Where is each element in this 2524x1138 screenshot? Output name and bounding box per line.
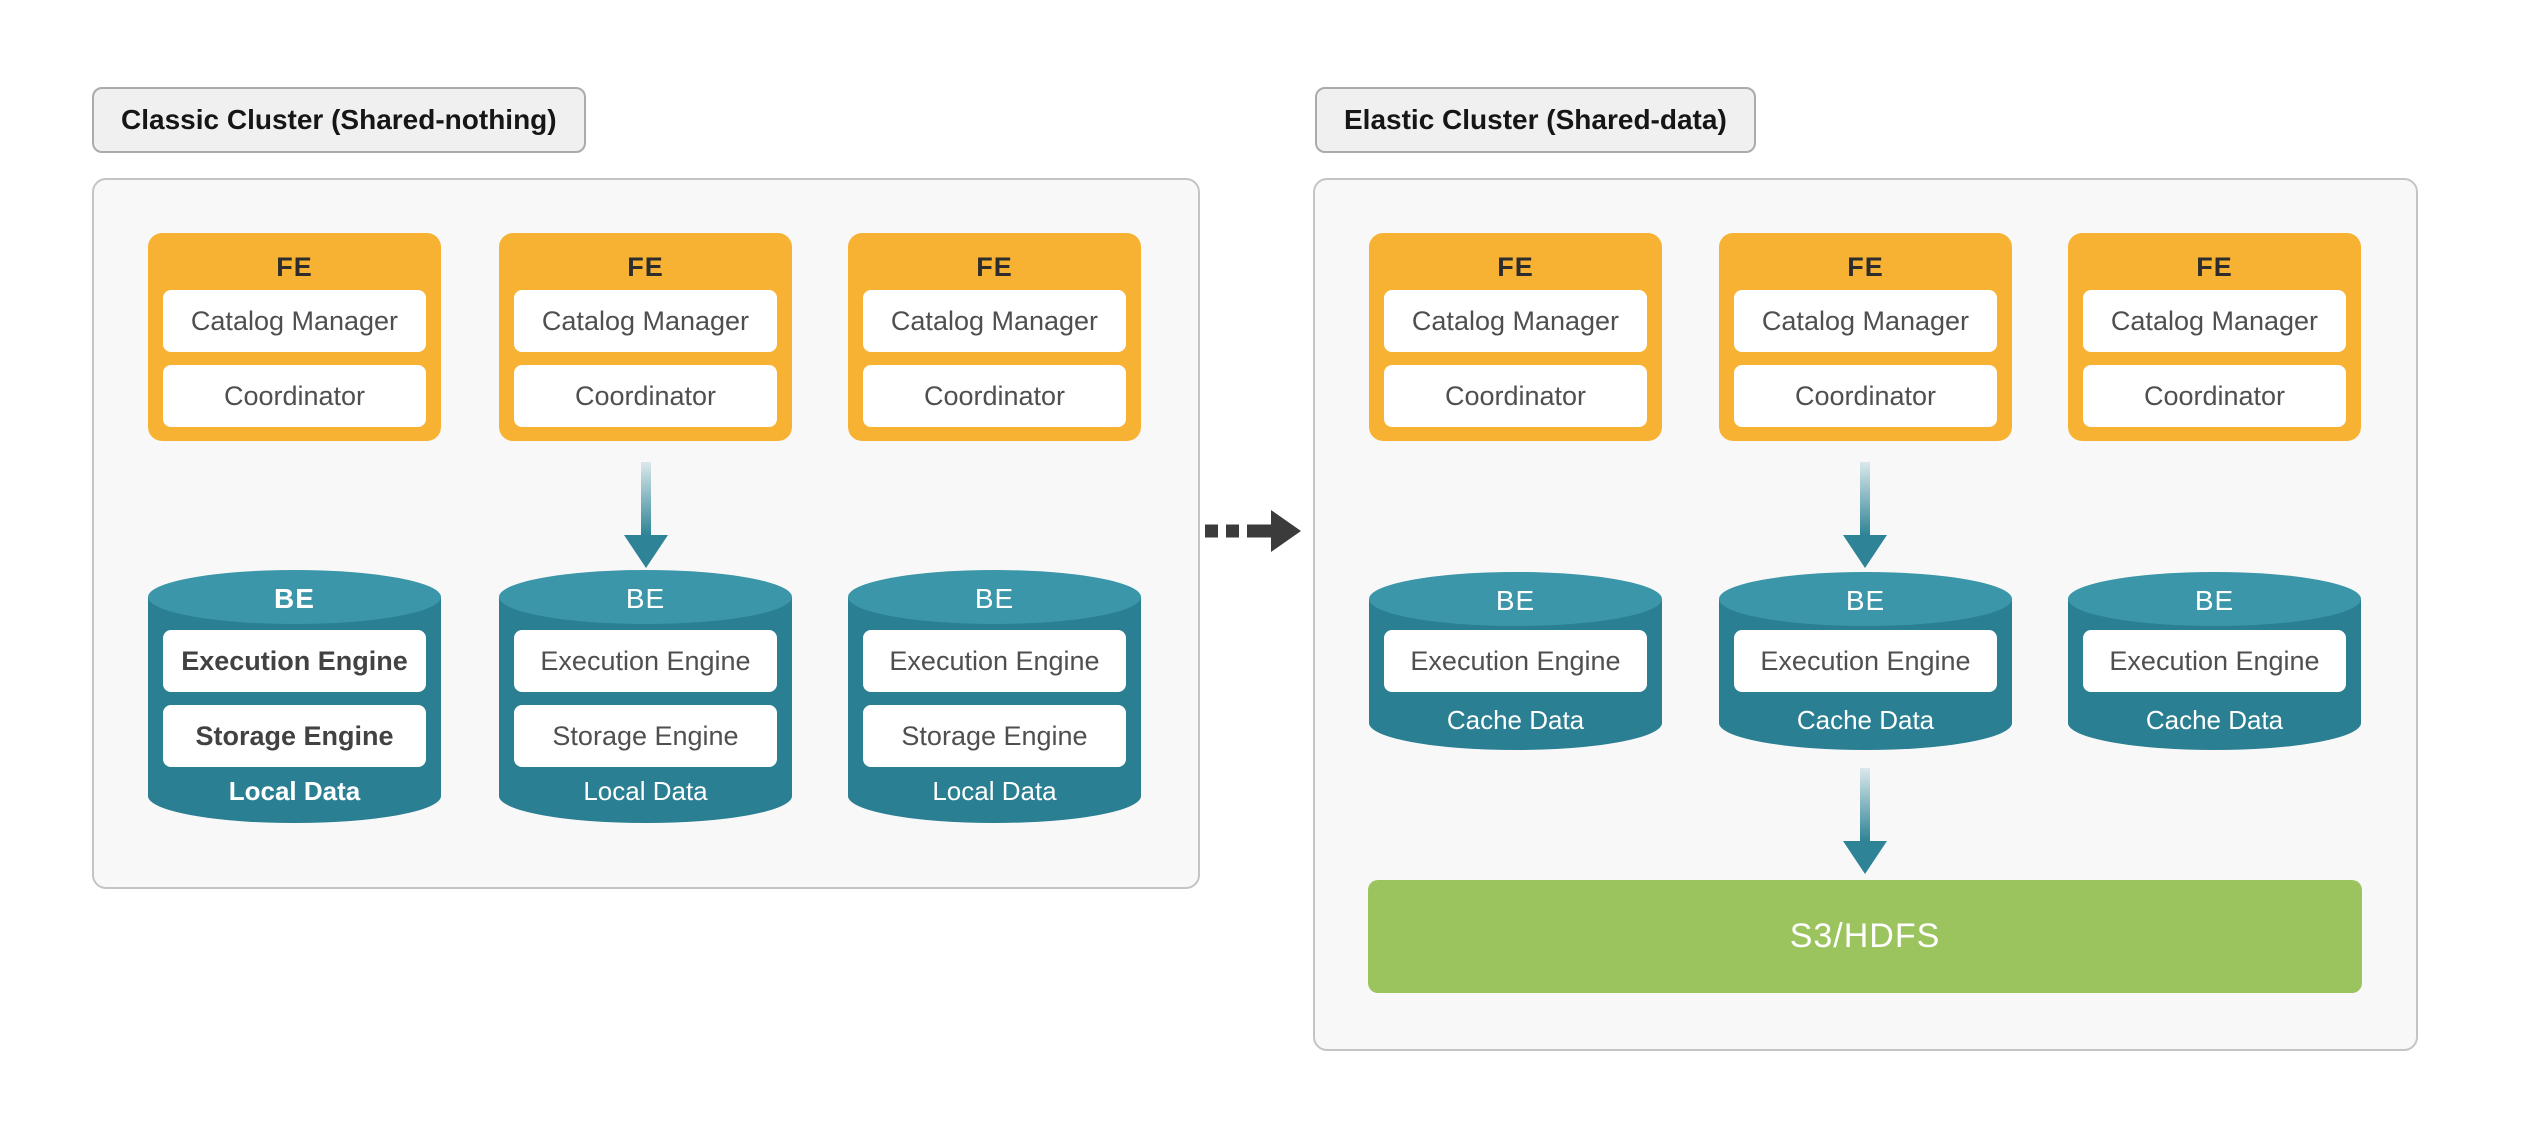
fe-component: Catalog Manager (1384, 290, 1647, 352)
be-node: BE Execution Engine Storage Engine Local… (148, 570, 441, 823)
be-data-label: Cache Data (1446, 705, 1585, 735)
fe-component: Coordinator (1384, 365, 1647, 427)
be-component: Execution Engine (1384, 630, 1647, 692)
be-data-label: Cache Data (2145, 705, 2284, 735)
fe-component: Coordinator (863, 365, 1126, 427)
cylinder-top (2068, 572, 2361, 626)
be-to-storage-arrow (1843, 768, 1887, 874)
arrow-head-icon (1843, 535, 1887, 568)
fe-component: Catalog Manager (2083, 290, 2346, 352)
be-component: Execution Engine (863, 630, 1126, 692)
be-component: Storage Engine (163, 705, 426, 767)
arrow-head-icon (624, 535, 668, 568)
left-cluster-title: Classic Cluster (Shared-nothing) (92, 87, 586, 153)
fe-node: FE Catalog Manager Coordinator (148, 233, 441, 441)
be-data-label: Local Data (932, 776, 1057, 806)
be-data-label: Local Data (228, 776, 361, 806)
be-data-label: Local Data (583, 776, 708, 806)
be-component: Execution Engine (163, 630, 426, 692)
be-node-label: BE (2194, 585, 2235, 616)
fe-node: FE Catalog Manager Coordinator (499, 233, 792, 441)
be-node-label: BE (1495, 585, 1536, 616)
shared-storage-node: S3/HDFS (1368, 880, 2362, 993)
arrow-head-icon (1843, 841, 1887, 874)
fe-node: FE Catalog Manager Coordinator (1719, 233, 2012, 441)
fe-node: FE Catalog Manager Coordinator (848, 233, 1141, 441)
fe-component: Coordinator (2083, 365, 2346, 427)
be-node: BE Execution Engine Storage Engine Local… (499, 570, 792, 823)
fe-node-label: FE (976, 252, 1013, 282)
be-node: BE Execution Engine Storage Engine Local… (848, 570, 1141, 823)
cylinder-top (1719, 572, 2012, 626)
fe-component: Coordinator (1734, 365, 1997, 427)
fe-component: Coordinator (514, 365, 777, 427)
be-data-label: Cache Data (1796, 705, 1935, 735)
be-node: BE Execution Engine Cache Data (1719, 572, 2012, 750)
cluster-transition-arrow-icon (1205, 510, 1301, 552)
be-node: BE Execution Engine Cache Data (1369, 572, 1662, 750)
fe-component: Coordinator (163, 365, 426, 427)
fe-component: Catalog Manager (863, 290, 1126, 352)
fe-node: FE Catalog Manager Coordinator (2068, 233, 2361, 441)
right-cluster-title: Elastic Cluster (Shared-data) (1315, 87, 1756, 153)
fe-node: FE Catalog Manager Coordinator (1369, 233, 1662, 441)
be-node-label: BE (974, 583, 1015, 614)
be-component: Storage Engine (514, 705, 777, 767)
fe-node-label: FE (276, 252, 313, 282)
be-component: Execution Engine (514, 630, 777, 692)
fe-node-label: FE (2196, 252, 2233, 282)
fe-component: Catalog Manager (1734, 290, 1997, 352)
cylinder-top (848, 570, 1141, 624)
be-node-label: BE (274, 583, 315, 614)
fe-node-label: FE (627, 252, 664, 282)
arrow-shaft (641, 462, 651, 535)
fe-node-label: FE (1497, 252, 1534, 282)
fe-to-be-arrow (624, 462, 668, 568)
fe-component: Catalog Manager (514, 290, 777, 352)
be-node-label: BE (1845, 585, 1886, 616)
be-node-label: BE (625, 583, 666, 614)
arrow-shaft (1860, 462, 1870, 535)
cylinder-top (1369, 572, 1662, 626)
be-component: Execution Engine (2083, 630, 2346, 692)
fe-node-label: FE (1847, 252, 1884, 282)
be-component: Storage Engine (863, 705, 1126, 767)
cylinder-top (499, 570, 792, 624)
fe-to-be-arrow (1843, 462, 1887, 568)
be-component: Execution Engine (1734, 630, 1997, 692)
be-node: BE Execution Engine Cache Data (2068, 572, 2361, 750)
fe-component: Catalog Manager (163, 290, 426, 352)
cylinder-top (148, 570, 441, 624)
arrow-shaft (1860, 768, 1870, 841)
